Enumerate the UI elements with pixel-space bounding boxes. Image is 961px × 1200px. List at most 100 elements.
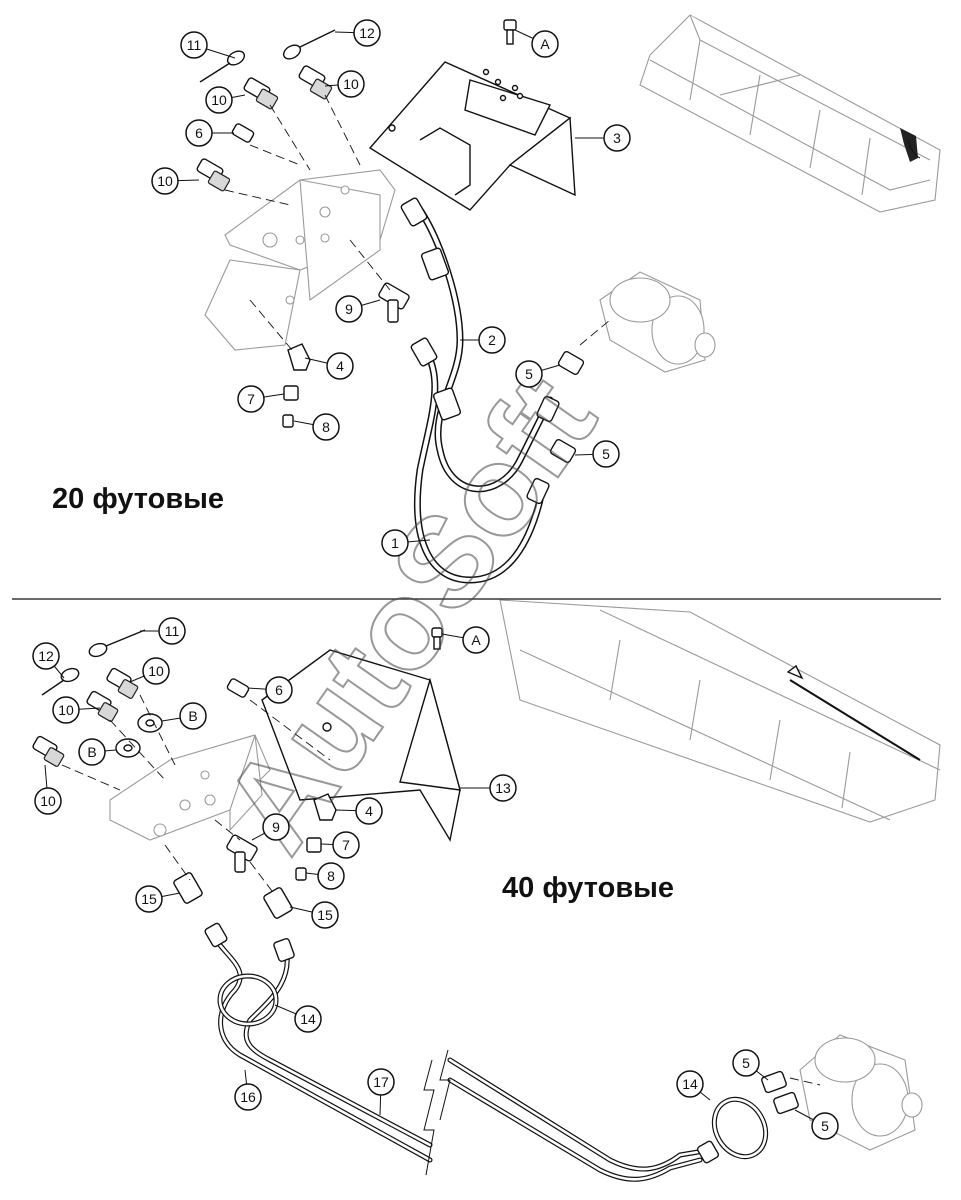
fitting-6-b [226, 678, 250, 698]
top-callout-label: A [540, 36, 550, 52]
bottom-callout-label: A [471, 632, 481, 648]
top-callout-circle [185, 119, 213, 147]
bottom-callout-label: 7 [342, 837, 350, 853]
bottom-callout-circle [732, 1049, 760, 1077]
cover-plate [368, 61, 576, 211]
top-callout-4: 4 [326, 352, 354, 380]
top-callout-label: 8 [322, 419, 330, 435]
fitting-6 [231, 123, 255, 143]
top-callout-5: 5 [515, 360, 543, 388]
section-title-20ft: 20 футовые [52, 483, 224, 515]
dashed-leaders-bottom [61, 694, 821, 1086]
callout-markers: 1112A1010361029547851111210A6B10B1310497… [32, 19, 839, 1140]
mounting-bracket [204, 169, 396, 351]
bottom-callout-label: 15 [141, 891, 157, 907]
bottom-callout-11: 11 [158, 617, 186, 645]
bottom-callout-5: 5 [732, 1049, 760, 1077]
top-callout-2: 2 [478, 326, 506, 354]
bottom-callout-10: 10 [142, 657, 170, 685]
top-callout-circle [592, 440, 620, 468]
bottom-callout-circle [179, 702, 207, 730]
fitting-15-b [263, 887, 293, 919]
top-callout-circle [205, 86, 233, 114]
fitting-9 [378, 282, 410, 323]
bolt-a-bottom [431, 627, 443, 650]
bottom-callout-A: A [462, 626, 490, 654]
bottom-callout-6: 6 [265, 676, 293, 704]
top-callout-label: 6 [195, 125, 203, 141]
top-callout-10: 10 [151, 167, 179, 195]
fitting-10-f [32, 735, 65, 767]
header-frame-thumbnail-bottom [499, 599, 941, 823]
bottom-callout-label: 10 [40, 793, 56, 809]
washer-b-a [137, 713, 163, 733]
washer-b-b [115, 738, 141, 758]
top-callout-label: 12 [359, 25, 375, 41]
top-callout-9: 9 [335, 295, 363, 323]
bottom-callout-label: 9 [272, 819, 280, 835]
bottom-callout-circle [32, 642, 60, 670]
header-frame-thumbnail-top [639, 14, 941, 213]
top-callout-circle [381, 529, 409, 557]
top-callout-circle [180, 31, 208, 59]
plug-8 [282, 414, 294, 428]
top-callout-circle [326, 352, 354, 380]
fitting-9-b [226, 834, 258, 873]
top-callout-10: 10 [337, 70, 365, 98]
top-callout-8: 8 [312, 413, 340, 441]
top-callout-label: 9 [345, 301, 353, 317]
bottom-callout-label: 11 [165, 623, 180, 639]
bottom-callout-circle [142, 657, 170, 685]
fitting-10-e [86, 690, 119, 722]
top-callout-circle [312, 413, 340, 441]
bottom-callout-circle [811, 1112, 839, 1140]
bottom-callout-label: 14 [682, 1076, 698, 1092]
bottom-callout-15: 15 [135, 885, 163, 913]
top-callout-A: A [531, 30, 559, 58]
bottom-callout-circle [34, 787, 62, 815]
bottom-callout-label: 16 [240, 1089, 256, 1105]
bottom-callout-5: 5 [811, 1112, 839, 1140]
bottom-callout-15: 15 [311, 901, 339, 929]
top-callout-label: 5 [525, 366, 533, 382]
hydraulic-motor-top [599, 271, 716, 373]
top-callout-label: 1 [391, 535, 399, 551]
top-callout-circle [353, 19, 381, 47]
pin-12-b [41, 667, 80, 696]
top-callout-label: 4 [336, 358, 344, 374]
bottom-callout-4: 4 [355, 797, 383, 825]
adapter-5-d [773, 1091, 799, 1115]
top-section [196, 14, 941, 584]
bottom-callout-circle [311, 901, 339, 929]
top-callout-circle [603, 124, 631, 152]
bottom-callout-circle [158, 617, 186, 645]
mounting-bracket-bottom [109, 734, 271, 841]
bottom-callout-circle [78, 738, 106, 766]
bottom-section [32, 599, 941, 1182]
sleeve-7 [283, 385, 299, 401]
fittings-bottom [32, 667, 799, 1115]
top-callout-label: 10 [343, 76, 359, 92]
bottom-callout-label: B [87, 744, 96, 760]
top-callout-10: 10 [205, 86, 233, 114]
section-title-40ft: 40 футовые [502, 872, 674, 904]
hose-assembly-1-2 [400, 197, 560, 584]
bottom-callout-B: B [179, 702, 207, 730]
top-callout-label: 3 [613, 130, 621, 146]
top-callout-12: 12 [353, 19, 381, 47]
bottom-callout-circle [355, 797, 383, 825]
top-callout-5: 5 [592, 440, 620, 468]
top-callout-label: 7 [247, 391, 255, 407]
bottom-callout-label: 5 [821, 1118, 829, 1134]
bottom-callout-17: 17 [367, 1068, 395, 1096]
pin-11 [199, 50, 246, 83]
bottom-callout-label: 6 [275, 682, 283, 698]
top-callout-circle [335, 295, 363, 323]
bottom-callout-label: 12 [38, 648, 54, 664]
bottom-callout-9: 9 [262, 813, 290, 841]
bottom-callout-circle [234, 1083, 262, 1111]
adapter-5-a [557, 350, 585, 376]
bottom-callout-label: 5 [742, 1055, 750, 1071]
fittings-top [196, 65, 585, 464]
bolt-a-top [503, 19, 517, 45]
